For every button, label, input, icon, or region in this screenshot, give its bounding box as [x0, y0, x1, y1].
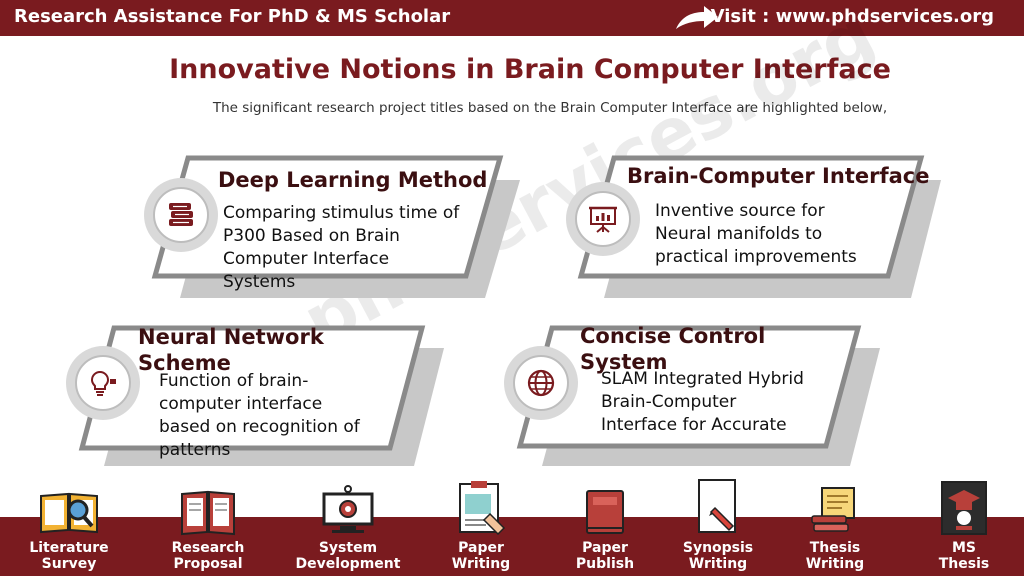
tagline: Research Assistance For PhD & MS Scholar	[14, 6, 451, 27]
card-description: Inventive source for Neural manifolds to…	[655, 201, 857, 267]
card-shape	[516, 325, 880, 466]
graduation-cap-icon	[941, 481, 987, 535]
page-subtitle: The significant research project titles …	[212, 100, 888, 116]
computer-gear-icon	[322, 485, 374, 533]
presentation-board-icon	[589, 206, 617, 233]
card-description: SLAM Integrated Hybrid Brain-Computer In…	[601, 369, 804, 435]
icon-badge	[66, 346, 140, 420]
card-neural-network-scheme: Neural Network Scheme Function of brain-…	[64, 318, 454, 468]
services-bar	[0, 517, 1024, 576]
card-heading: Concise Control System	[580, 324, 766, 374]
clipboard-hand-icon	[459, 481, 506, 536]
card-concise-control-system: Concise Control System SLAM Integrated H…	[502, 318, 892, 468]
icon-badge	[504, 346, 578, 420]
website-link[interactable]: Visit : www.phdservices.org	[710, 6, 994, 27]
paper-pen-icon	[698, 479, 736, 533]
book-icon	[181, 490, 235, 536]
card-heading: Neural Network Scheme	[138, 325, 324, 375]
card-description: Comparing stimulus time of P300 Based on…	[223, 203, 460, 292]
card-shape	[78, 325, 444, 466]
globe-icon	[527, 369, 555, 397]
card-heading: Brain-Computer Interface	[627, 164, 930, 188]
books-icon	[169, 203, 193, 226]
card-shape	[577, 155, 941, 298]
card-description: Function of brain- computer interface ba…	[159, 371, 360, 460]
icon-badge	[144, 178, 218, 252]
open-book-magnifier-icon	[40, 492, 98, 534]
lightbulb-idea-icon	[90, 370, 116, 396]
page-title: Innovative Notions in Brain Computer Int…	[169, 54, 891, 85]
card-deep-learning: Deep Learning Method Comparing stimulus …	[140, 150, 530, 300]
scroll-books-icon	[811, 487, 855, 532]
card-brain-computer-interface: Brain-Computer Interface Inventive sourc…	[566, 150, 956, 300]
closed-book-icon	[586, 490, 624, 534]
top-banner: Research Assistance For PhD & MS Scholar…	[0, 0, 1024, 36]
card-heading: Deep Learning Method	[218, 168, 488, 192]
arrow-icon	[676, 6, 718, 29]
icon-badge	[566, 182, 640, 256]
